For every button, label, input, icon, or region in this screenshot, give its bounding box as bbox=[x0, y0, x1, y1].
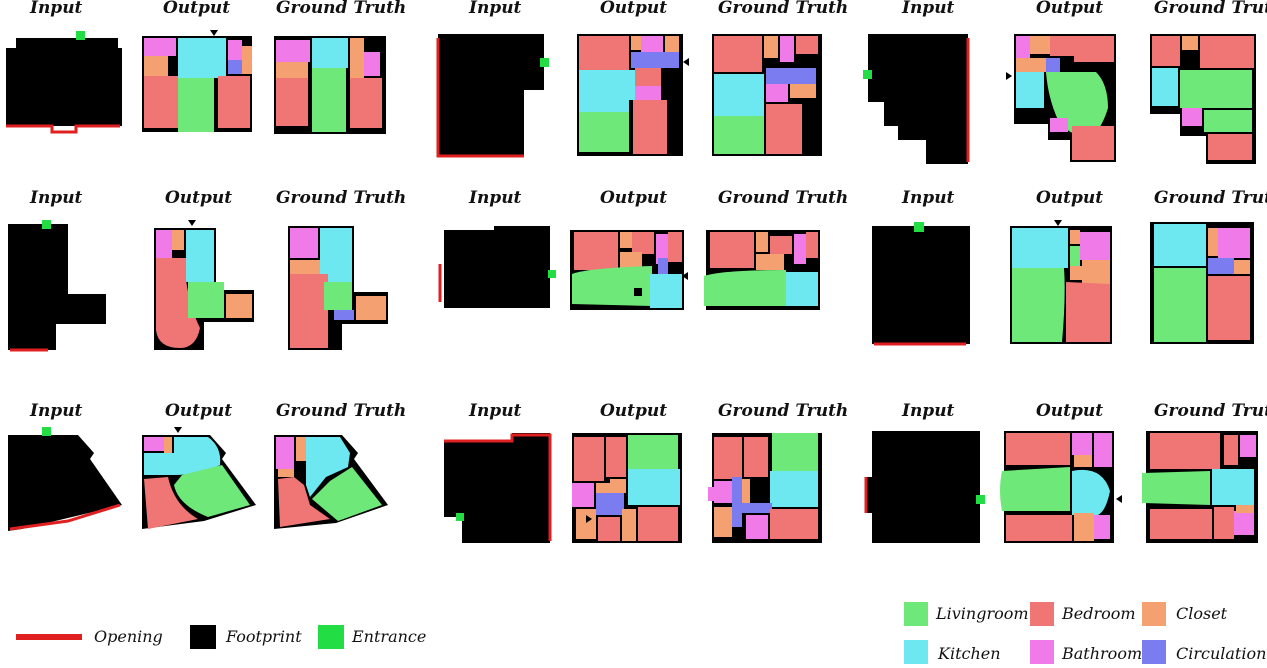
plan-output-7 bbox=[142, 427, 256, 529]
legend-bathroom-swatch bbox=[1030, 640, 1054, 664]
title-gt-3: Ground Truth bbox=[1154, 0, 1267, 18]
title-input-4: Input bbox=[30, 188, 83, 208]
plan-gt-2 bbox=[712, 34, 822, 156]
title-input-8: Input bbox=[469, 401, 522, 421]
plan-gt-8 bbox=[708, 433, 822, 543]
legend-bedroom-swatch bbox=[1030, 602, 1054, 626]
title-gt-2: Ground Truth bbox=[718, 0, 849, 18]
title-input-5: Input bbox=[469, 188, 522, 208]
legend-bedroom-label: Bedroom bbox=[1062, 604, 1136, 623]
title-input-9: Input bbox=[902, 401, 955, 421]
plan-output-6 bbox=[1010, 220, 1112, 344]
entrance-marker bbox=[456, 513, 464, 521]
footprint-input-2 bbox=[436, 34, 549, 158]
plan-gt-7 bbox=[274, 435, 388, 529]
legend-closet-label: Closet bbox=[1176, 604, 1228, 623]
title-output-3: Output bbox=[1036, 0, 1104, 18]
opening-line bbox=[436, 38, 524, 158]
entrance-marker bbox=[76, 31, 85, 40]
legend-livingroom-label: Livingroom bbox=[936, 604, 1029, 623]
plan-gt-9 bbox=[1142, 431, 1258, 543]
title-output-4: Output bbox=[165, 188, 233, 208]
legend-bathroom-label: Bathroom bbox=[1062, 644, 1143, 663]
plan-gt-6 bbox=[1150, 222, 1254, 344]
plan-gt-4 bbox=[288, 226, 388, 350]
legend-opening-label: Opening bbox=[94, 627, 163, 646]
title-output-9: Output bbox=[1036, 401, 1104, 421]
title-gt-1: Ground Truth bbox=[276, 0, 407, 18]
legend-footprint-swatch bbox=[190, 625, 216, 649]
title-output-7: Output bbox=[165, 401, 233, 421]
title-output-6: Output bbox=[1036, 188, 1104, 208]
title-gt-5: Ground Truth bbox=[718, 188, 849, 208]
legend-entrance-label: Entrance bbox=[352, 627, 427, 646]
title-input-6: Input bbox=[902, 188, 955, 208]
legend-livingroom-swatch bbox=[904, 602, 928, 626]
legend-opening-swatch bbox=[16, 634, 82, 640]
footprint-input-7 bbox=[8, 427, 122, 531]
title-output-2: Output bbox=[600, 0, 668, 18]
footprint-input-4 bbox=[8, 220, 106, 352]
footprint-input-5 bbox=[438, 226, 556, 308]
title-input-7: Input bbox=[30, 401, 83, 421]
title-input-3: Input bbox=[902, 0, 955, 18]
plan-output-9 bbox=[1000, 431, 1122, 543]
entrance-marker bbox=[976, 495, 985, 504]
title-gt-7: Ground Truth bbox=[276, 401, 407, 421]
legend-circulation-swatch bbox=[1142, 640, 1166, 664]
footprint-input-3 bbox=[863, 34, 970, 164]
entrance-marker bbox=[540, 58, 549, 67]
entrance-marker bbox=[914, 222, 924, 232]
legend-closet-swatch bbox=[1142, 602, 1166, 626]
plan-output-3 bbox=[1006, 34, 1116, 162]
title-output-1: Output bbox=[163, 0, 231, 18]
plan-gt-1 bbox=[274, 36, 386, 134]
entrance-marker bbox=[42, 427, 51, 436]
legend-kitchen-swatch bbox=[904, 640, 928, 664]
footprint-input-9 bbox=[864, 431, 985, 543]
title-gt-8: Ground Truth bbox=[718, 401, 849, 421]
legend-kitchen-label: Kitchen bbox=[938, 644, 1001, 663]
plan-output-8 bbox=[572, 433, 682, 543]
footprint-input-8 bbox=[444, 433, 552, 543]
plan-output-2 bbox=[577, 34, 689, 156]
legend-footprint-label: Footprint bbox=[226, 627, 302, 646]
opening-line bbox=[9, 503, 121, 531]
legend-entrance-swatch bbox=[318, 625, 344, 649]
title-output-8: Output bbox=[600, 401, 668, 421]
plan-output-5 bbox=[570, 230, 688, 310]
plan-output-1 bbox=[142, 30, 252, 132]
plan-gt-5 bbox=[704, 230, 820, 310]
title-gt-9: Ground Truth bbox=[1154, 401, 1267, 421]
footprint-input-6 bbox=[872, 222, 970, 346]
title-input-1: Input bbox=[30, 0, 83, 18]
entrance-marker bbox=[548, 270, 556, 278]
opening-line bbox=[6, 124, 120, 134]
footprint-input-1 bbox=[6, 31, 122, 134]
plan-output-4 bbox=[154, 220, 254, 350]
title-input-2: Input bbox=[469, 0, 522, 18]
opening-line bbox=[444, 433, 552, 541]
title-gt-4: Ground Truth bbox=[276, 188, 407, 208]
entrance-marker bbox=[863, 70, 872, 79]
entrance-marker bbox=[42, 220, 51, 229]
legend-circulation-label: Circulation bbox=[1176, 644, 1267, 663]
plan-gt-3 bbox=[1150, 34, 1256, 164]
title-output-5: Output bbox=[600, 188, 668, 208]
title-gt-6: Ground Truth bbox=[1154, 188, 1267, 208]
